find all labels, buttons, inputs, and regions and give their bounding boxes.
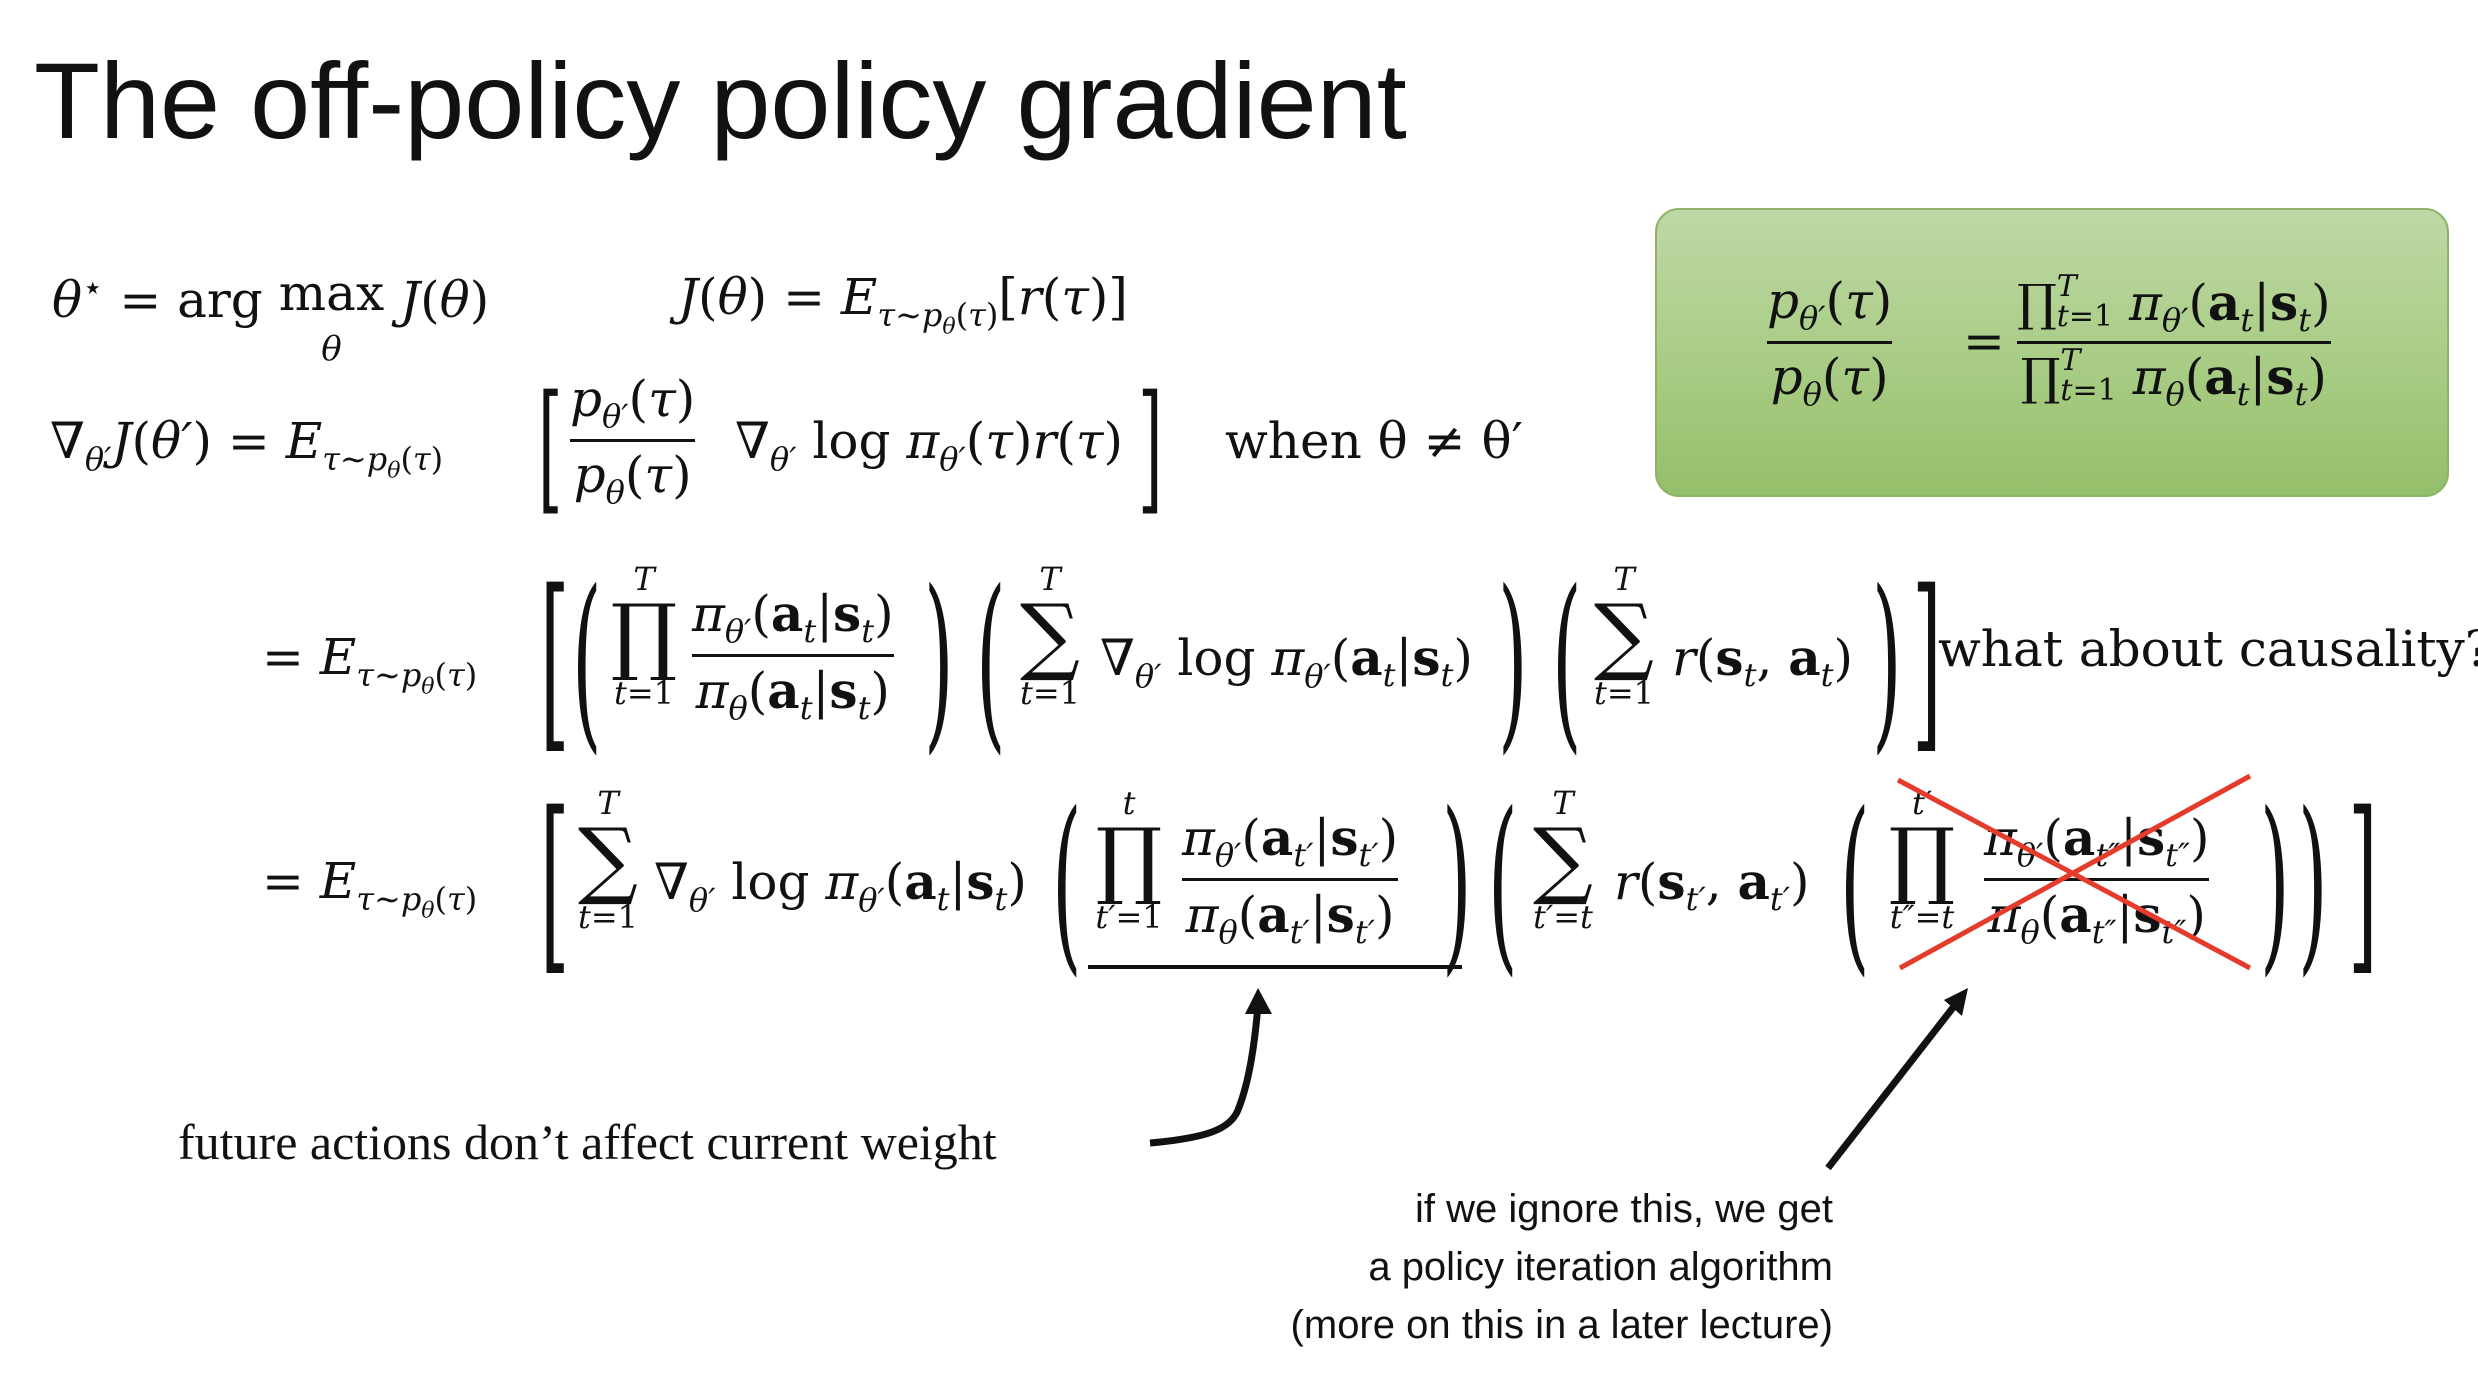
causality-question: what about causality? [1938,620,2478,678]
future-actions-arrowhead [1245,988,1272,1014]
note-line-1: if we ignore this, we get [1415,1187,1833,1231]
ignore-arrow [1825,1002,1958,1171]
slide-title: The off-policy policy gradient [34,40,1407,161]
future-actions-arrow [1149,1004,1262,1147]
policy-iteration-note: if we ignore this, we get a policy itera… [1291,1180,1833,1354]
note-line-2: a policy iteration algorithm [1368,1245,1833,1289]
ignore-arrowhead [1944,988,1968,1016]
red-cross [1896,773,2252,971]
note-line-3: (more on this in a later lecture) [1290,1303,1833,1347]
when-condition: when θ ≠ θ′ [1225,412,1523,470]
equation-objective: J(θ) = Eτ∼pθ(τ)[r(τ)] [678,268,1128,340]
future-actions-caption: future actions don’t affect current weig… [178,1114,997,1170]
